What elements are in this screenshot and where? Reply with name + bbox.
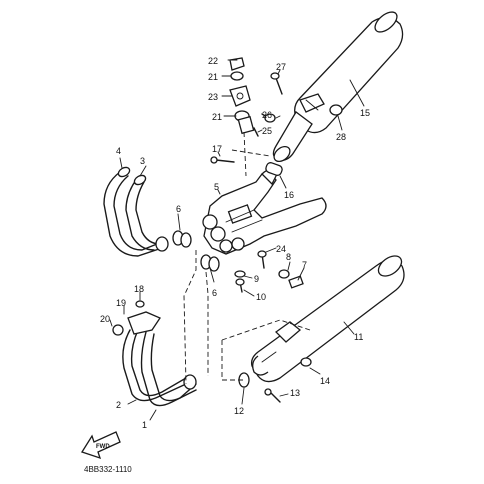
exhaust-chamber (202, 168, 327, 255)
callout-24: 24 (276, 244, 286, 254)
callout-7: 7 (302, 260, 307, 270)
callout-6-lower: 6 (212, 288, 217, 298)
callout-14: 14 (320, 376, 330, 386)
callout-5: 5 (214, 182, 219, 192)
callout-3: 3 (140, 156, 145, 166)
callout-15: 15 (360, 108, 370, 118)
callout-1: 1 (142, 420, 147, 430)
callout-28: 28 (336, 132, 346, 142)
fwd-arrow: FWD (81, 431, 121, 460)
upper-muffler (272, 11, 404, 163)
callout-21-upper: 21 (208, 72, 218, 82)
upper-exhaust-pipes (103, 166, 169, 257)
callout-23: 23 (208, 92, 218, 102)
callout-20: 20 (100, 314, 110, 324)
callout-6-upper: 6 (176, 204, 181, 214)
drawing-code: 4BB332-1110 (84, 465, 132, 474)
lower-exhaust-pipes (122, 311, 197, 407)
callout-13: 13 (290, 388, 300, 398)
leader-lines (109, 59, 365, 421)
bracket-stack (229, 57, 255, 135)
callout-22: 22 (208, 56, 218, 66)
callout-17: 17 (212, 144, 222, 154)
lower-muffler (250, 255, 405, 383)
callout-12: 12 (234, 406, 244, 416)
callout-25: 25 (262, 126, 272, 136)
callout-4: 4 (116, 146, 121, 156)
gaskets-6 (172, 230, 220, 272)
callout-26: 26 (262, 110, 272, 120)
callout-2: 2 (116, 400, 121, 410)
callout-11: 11 (354, 332, 363, 342)
callout-labels: 1 2 3 4 5 6 6 7 8 9 10 11 12 13 14 15 16… (100, 56, 370, 430)
callout-18: 18 (134, 284, 144, 294)
fasteners (112, 72, 343, 403)
callout-10: 10 (256, 292, 266, 302)
callout-19: 19 (116, 298, 126, 308)
callout-21-lower: 21 (212, 112, 222, 122)
callout-16: 16 (284, 190, 294, 200)
callout-9: 9 (254, 274, 259, 284)
fwd-label: FWD (96, 444, 110, 450)
callout-27: 27 (276, 62, 286, 72)
callout-8: 8 (286, 252, 291, 262)
